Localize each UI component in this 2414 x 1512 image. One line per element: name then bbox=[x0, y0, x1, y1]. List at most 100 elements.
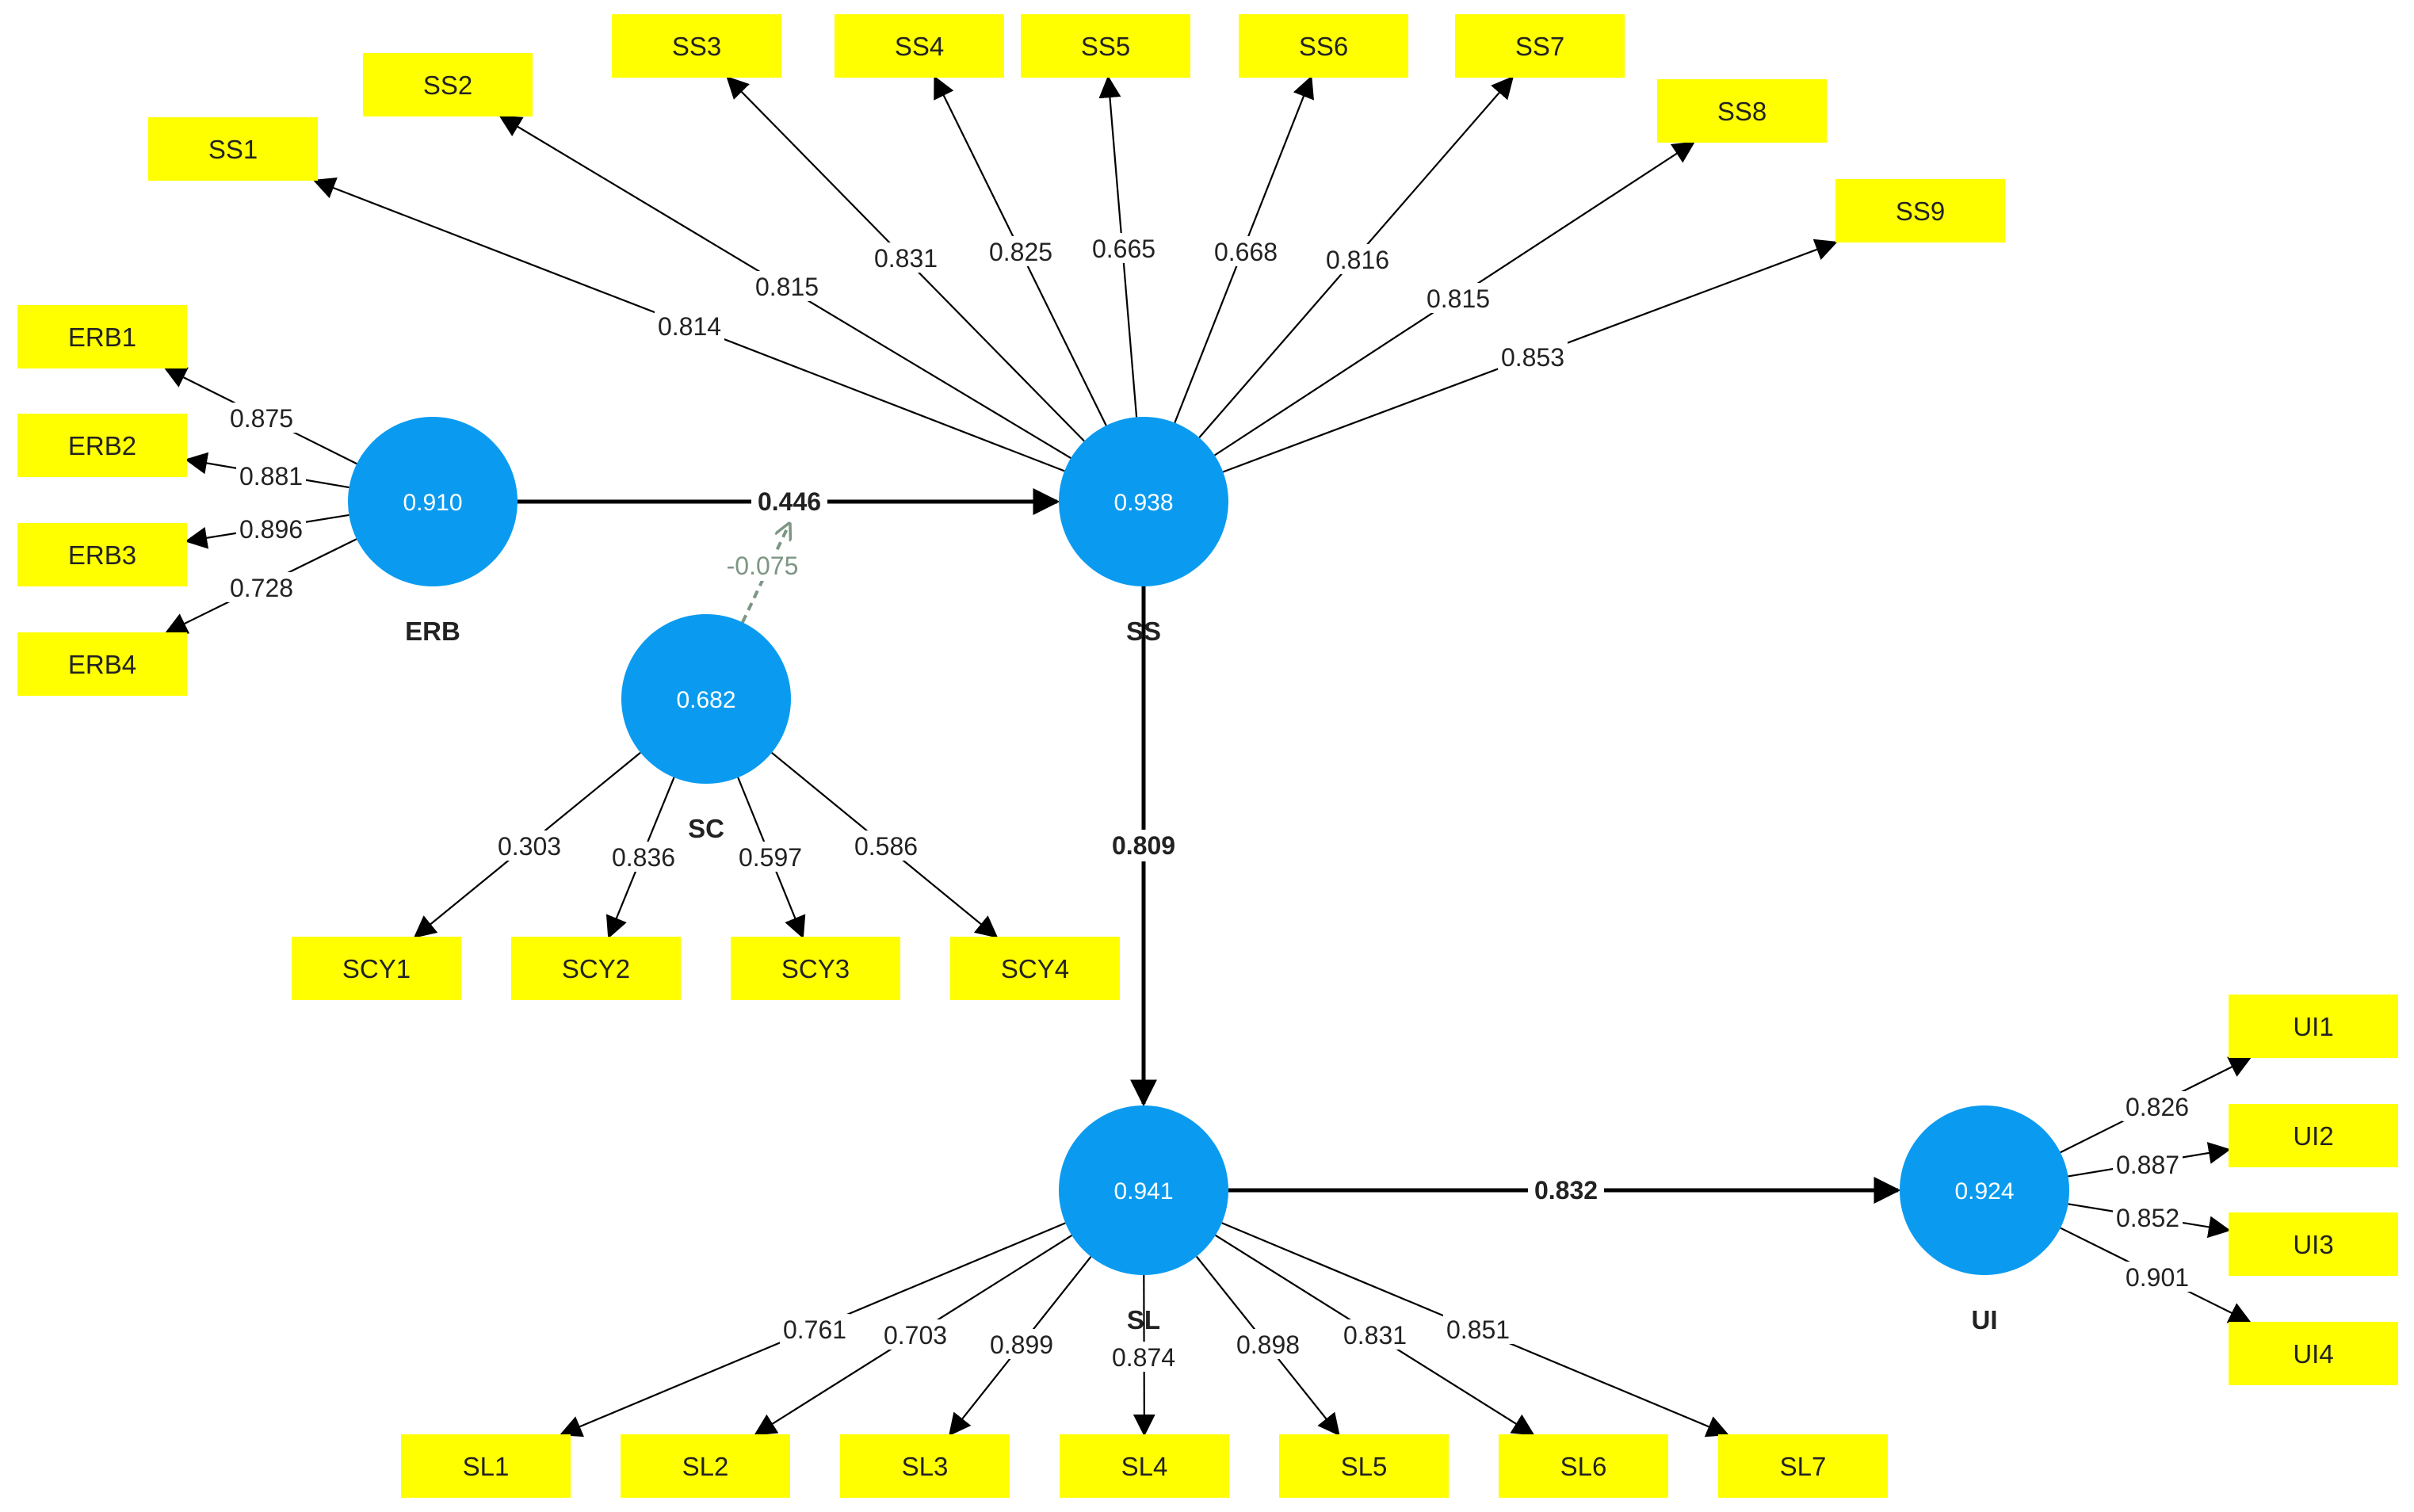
loading-value: 0.586 bbox=[854, 832, 918, 861]
indicator-label: SCY1 bbox=[342, 954, 411, 983]
indicator-label: SL6 bbox=[1560, 1452, 1607, 1481]
loading-label-erb4: 0.728 bbox=[227, 572, 296, 602]
indicator-label: ERB1 bbox=[68, 323, 136, 352]
indicator-erb3[interactable]: ERB3 bbox=[17, 523, 187, 586]
indicator-sl5[interactable]: SL5 bbox=[1279, 1434, 1449, 1498]
indicator-label: SL3 bbox=[902, 1452, 949, 1481]
indicator-ss4[interactable]: SS4 bbox=[835, 14, 1004, 78]
loading-value: 0.816 bbox=[1326, 246, 1389, 274]
construct-r2-value: 0.910 bbox=[403, 490, 462, 516]
indicator-label: SS8 bbox=[1717, 97, 1767, 126]
construct-name: SS bbox=[1126, 617, 1161, 646]
loading-value: 0.728 bbox=[230, 574, 293, 602]
loading-value: 0.826 bbox=[2126, 1093, 2189, 1121]
indicator-erb4[interactable]: ERB4 bbox=[17, 632, 187, 696]
path-coefficient: 0.832 bbox=[1534, 1176, 1598, 1205]
loading-value: 0.831 bbox=[1343, 1321, 1407, 1350]
loading-label-ss3: 0.831 bbox=[871, 242, 941, 273]
loading-value: 0.831 bbox=[874, 244, 938, 273]
indicator-sl2[interactable]: SL2 bbox=[621, 1434, 790, 1498]
indicator-ui1[interactable]: UI1 bbox=[2229, 995, 2398, 1058]
indicator-erb1[interactable]: ERB1 bbox=[17, 305, 187, 368]
loading-value: 0.875 bbox=[230, 404, 293, 433]
loading-label-erb1: 0.875 bbox=[227, 403, 296, 433]
indicator-label: SCY2 bbox=[562, 954, 630, 983]
construct-r2-value: 0.941 bbox=[1113, 1178, 1173, 1205]
loading-value: 0.668 bbox=[1214, 238, 1278, 266]
indicator-scy3[interactable]: SCY3 bbox=[731, 937, 900, 1000]
indicator-ss8[interactable]: SS8 bbox=[1657, 79, 1827, 143]
indicator-ss2[interactable]: SS2 bbox=[363, 53, 533, 116]
loading-label-ss4: 0.825 bbox=[986, 236, 1056, 266]
indicator-erb2[interactable]: ERB2 bbox=[17, 414, 187, 477]
indicator-ss3[interactable]: SS3 bbox=[612, 14, 781, 78]
loading-label-sl1: 0.761 bbox=[780, 1314, 850, 1344]
indicator-ss9[interactable]: SS9 bbox=[1835, 179, 2005, 242]
loading-value: 0.899 bbox=[990, 1331, 1053, 1359]
indicator-sl3[interactable]: SL3 bbox=[840, 1434, 1010, 1498]
loading-label-ui1: 0.826 bbox=[2122, 1091, 2192, 1121]
indicator-scy4[interactable]: SCY4 bbox=[950, 937, 1120, 1000]
loading-label-ss2: 0.815 bbox=[752, 271, 822, 301]
indicator-ui3[interactable]: UI3 bbox=[2229, 1212, 2398, 1276]
indicator-sl7[interactable]: SL7 bbox=[1718, 1434, 1888, 1498]
loading-label-sl4: 0.874 bbox=[1109, 1342, 1178, 1372]
loading-value: 0.825 bbox=[989, 238, 1052, 266]
indicator-ss1[interactable]: SS1 bbox=[148, 117, 318, 181]
path-coefficient: 0.446 bbox=[758, 487, 821, 516]
indicator-ss6[interactable]: SS6 bbox=[1239, 14, 1408, 78]
loading-label-erb2: 0.881 bbox=[236, 460, 306, 491]
construct-name: ERB bbox=[405, 617, 460, 646]
loading-value: 0.814 bbox=[658, 312, 721, 341]
construct-name: SC bbox=[688, 814, 724, 843]
loading-value: 0.703 bbox=[884, 1321, 947, 1350]
indicator-label: SL5 bbox=[1341, 1452, 1388, 1481]
loading-label-ss6: 0.668 bbox=[1211, 236, 1281, 266]
path-label-erb-ss: 0.446 bbox=[751, 486, 827, 517]
loading-value: 0.761 bbox=[783, 1315, 846, 1344]
loading-value: 0.852 bbox=[2116, 1204, 2179, 1232]
loading-label-ss9: 0.853 bbox=[1498, 342, 1568, 372]
indicator-sl4[interactable]: SL4 bbox=[1060, 1434, 1229, 1498]
loading-label-sl6: 0.831 bbox=[1340, 1319, 1410, 1350]
indicator-label: SL2 bbox=[682, 1452, 729, 1481]
loading-value: 0.853 bbox=[1501, 343, 1564, 372]
loading-value: 0.874 bbox=[1112, 1343, 1175, 1372]
indicator-label: UI2 bbox=[2293, 1121, 2333, 1151]
loading-label-scy3: 0.597 bbox=[735, 842, 805, 872]
indicator-ss7[interactable]: SS7 bbox=[1455, 14, 1625, 78]
loading-label-sl2: 0.703 bbox=[880, 1319, 950, 1350]
construct-r2-value: 0.682 bbox=[676, 687, 735, 713]
path-coefficient: 0.809 bbox=[1112, 831, 1175, 860]
indicator-scy1[interactable]: SCY1 bbox=[292, 937, 461, 1000]
loading-value: 0.665 bbox=[1092, 235, 1155, 263]
moderation-label: -0.075 bbox=[720, 551, 805, 581]
indicator-scy2[interactable]: SCY2 bbox=[511, 937, 681, 1000]
loading-label-ui3: 0.852 bbox=[2113, 1202, 2183, 1232]
loading-label-ui2: 0.887 bbox=[2113, 1149, 2183, 1179]
loading-label-scy2: 0.836 bbox=[609, 842, 678, 872]
indicator-sl1[interactable]: SL1 bbox=[401, 1434, 571, 1498]
indicator-label: SS6 bbox=[1299, 32, 1348, 61]
indicator-label: ERB3 bbox=[68, 540, 136, 570]
loading-label-sl3: 0.899 bbox=[987, 1329, 1056, 1359]
indicator-ui4[interactable]: UI4 bbox=[2229, 1322, 2398, 1385]
indicator-label: SS5 bbox=[1081, 32, 1130, 61]
indicator-ui2[interactable]: UI2 bbox=[2229, 1104, 2398, 1167]
loading-value: 0.896 bbox=[239, 515, 303, 544]
indicator-sl6[interactable]: SL6 bbox=[1499, 1434, 1668, 1498]
construct-name: UI bbox=[1972, 1305, 1998, 1334]
loading-value: 0.815 bbox=[755, 273, 819, 301]
indicator-ss5[interactable]: SS5 bbox=[1021, 14, 1190, 78]
loading-value: 0.303 bbox=[498, 832, 561, 861]
construct-r2-value: 0.938 bbox=[1113, 490, 1173, 516]
loading-label-ss8: 0.815 bbox=[1423, 283, 1493, 313]
indicator-label: UI1 bbox=[2293, 1012, 2333, 1041]
indicator-label: SL1 bbox=[463, 1452, 510, 1481]
